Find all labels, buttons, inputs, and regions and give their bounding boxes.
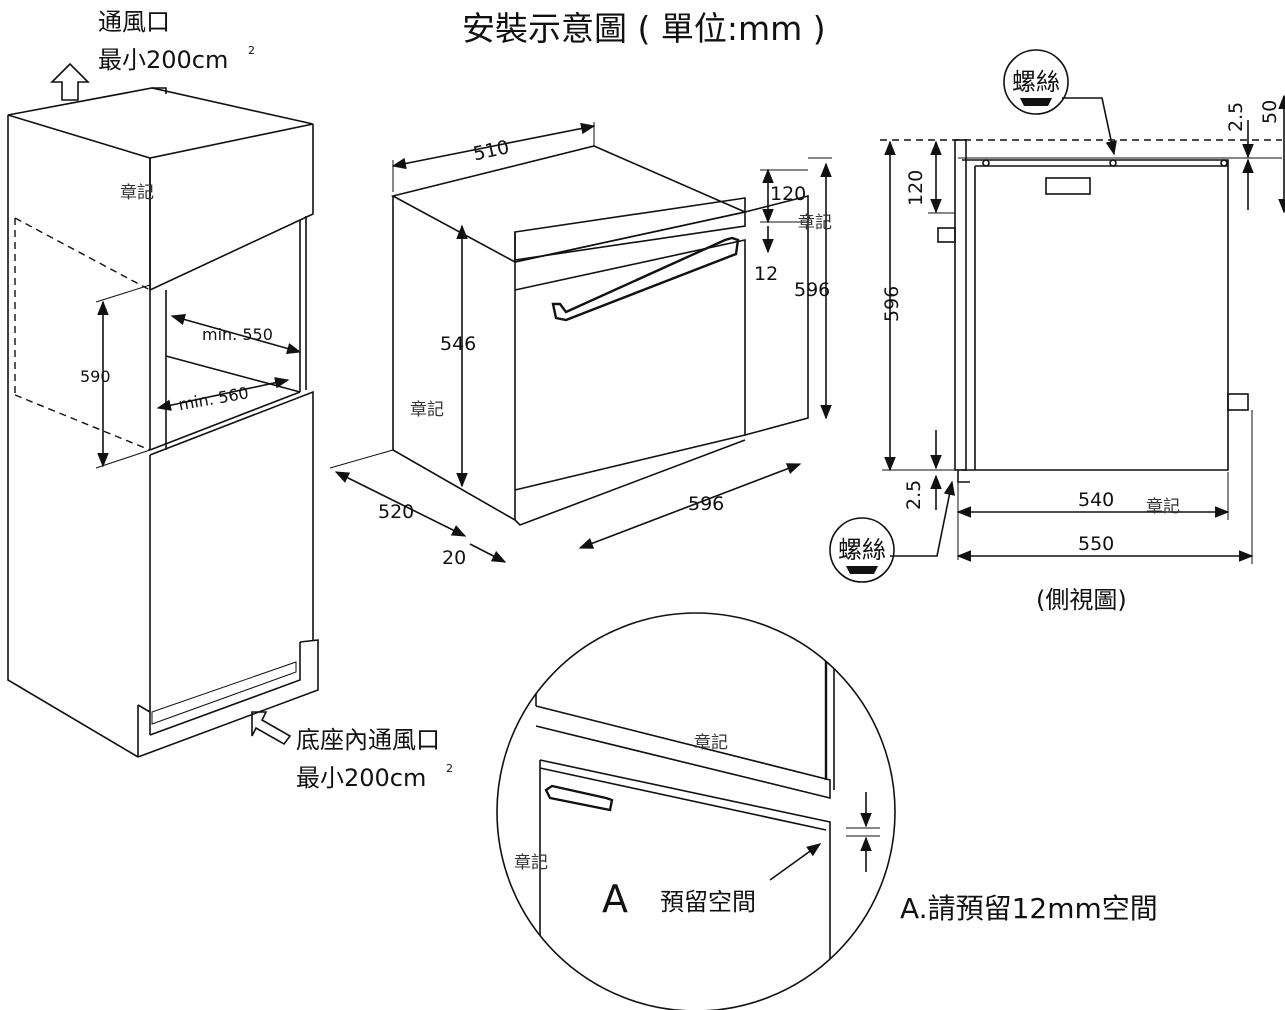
side-panel-dim: 120 <box>905 170 927 206</box>
oven-panel-height-dim: 120 <box>770 183 806 205</box>
detail-note: A.請預留12mm空間 <box>900 892 1158 925</box>
detail-circle <box>496 612 896 1010</box>
oven-front-width-dim: 596 <box>688 493 724 515</box>
vent-up-arrow-icon <box>50 62 90 101</box>
stamp-mark: 章記 <box>120 183 154 203</box>
vent-top-area: 最小200cm <box>98 46 228 74</box>
page-title: 安裝示意圖 ( 單位:mm ) <box>462 9 826 48</box>
oven-drawing <box>329 122 832 563</box>
side-view-drawing <box>829 49 1285 583</box>
cabinet-drawing <box>7 62 319 758</box>
detail-letter: A <box>602 877 628 921</box>
side-height-dim: 596 <box>881 286 903 322</box>
cabinet-width-dim: min. 560 <box>177 383 250 414</box>
detail-label: 預留空間 <box>660 888 756 916</box>
screw-top-label: 螺絲 <box>1012 68 1060 96</box>
vent-bottom-arrow-icon <box>251 711 292 746</box>
side-view-caption: (側視圖) <box>1036 586 1127 614</box>
screw-bottom-label: 螺絲 <box>838 536 886 564</box>
side-top-offset-dim: 50 <box>1259 100 1281 124</box>
cabinet-height-dim: 590 <box>80 367 111 386</box>
oven-door-dim: 20 <box>442 547 466 569</box>
stamp-mark: 章記 <box>694 733 728 753</box>
vent-bottom-superscript: 2 <box>446 762 453 775</box>
detail-drawing <box>535 613 880 1010</box>
vent-top-label: 通風口 <box>98 8 170 36</box>
stamp-mark: 章記 <box>410 400 444 420</box>
oven-gap-dim: 12 <box>754 263 778 285</box>
side-top-gap-dim: 2.5 <box>1225 102 1247 132</box>
stamp-mark: 章記 <box>798 213 832 233</box>
oven-depth-dim: 520 <box>378 501 414 523</box>
oven-front-height-dim: 596 <box>794 279 830 301</box>
cabinet-depth-dim: min. 550 <box>202 325 273 344</box>
stamp-mark: 章記 <box>514 853 548 873</box>
side-total-depth-dim: 550 <box>1078 533 1114 555</box>
vent-bottom-label: 底座內通風口 <box>296 726 440 754</box>
stamp-mark: 章記 <box>1146 497 1180 517</box>
oven-body-height-dim: 546 <box>440 333 476 355</box>
side-bottom-gap-dim: 2.5 <box>903 480 925 510</box>
vent-top-superscript: 2 <box>248 44 255 57</box>
vent-bottom-area: 最小200cm <box>296 764 426 792</box>
oven-top-width-dim: 510 <box>471 136 511 165</box>
side-body-depth-dim: 540 <box>1078 489 1114 511</box>
